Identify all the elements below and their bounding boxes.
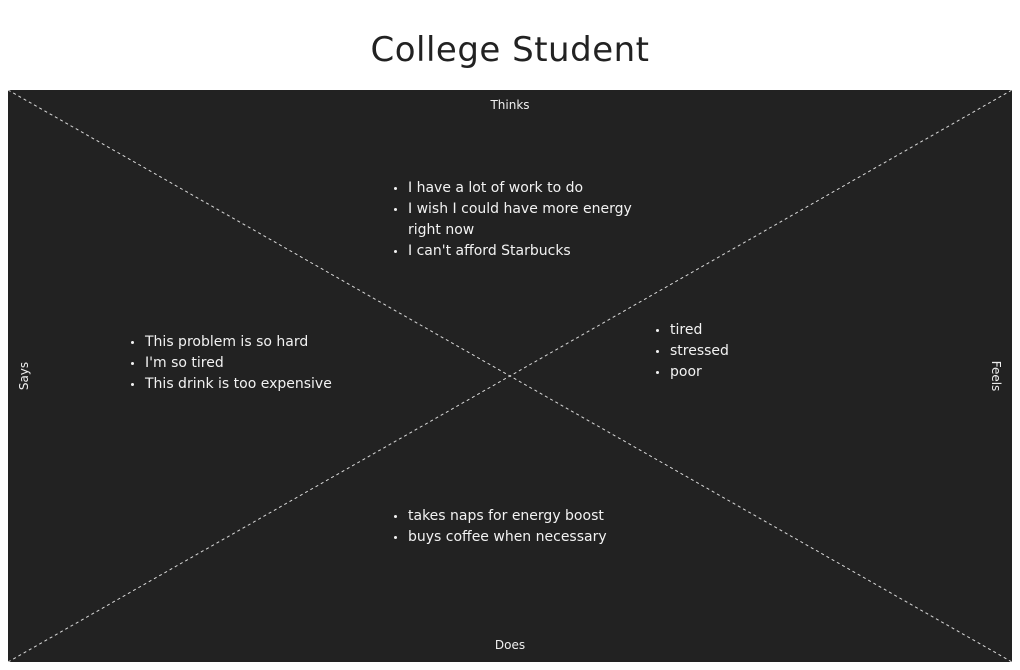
list-item: I wish I could have more energy right no… [392, 199, 632, 241]
feels-list: tired stressed poor [654, 320, 814, 383]
list-item: I have a lot of work to do [392, 178, 632, 199]
page-title: College Student [370, 29, 650, 70]
list-item: I can't afford Starbucks [392, 241, 632, 262]
thinks-label: Thinks [490, 98, 530, 112]
quadrant-dividers [8, 90, 1012, 662]
says-label: Says [17, 361, 31, 391]
list-item: poor [654, 362, 814, 383]
list-item: stressed [654, 341, 814, 362]
says-list: This problem is so hard I'm so tired Thi… [129, 332, 369, 395]
list-item: This problem is so hard [129, 332, 369, 353]
does-list: takes naps for energy boost buys coffee … [392, 506, 652, 548]
thinks-list: I have a lot of work to do I wish I coul… [392, 178, 632, 262]
list-item: takes naps for energy boost [392, 506, 652, 527]
list-item: tired [654, 320, 814, 341]
empathy-map: Thinks Does Says Feels I have a lot of w… [8, 90, 1012, 662]
does-label: Does [494, 638, 526, 652]
list-item: This drink is too expensive [129, 374, 369, 395]
list-item: I'm so tired [129, 353, 369, 374]
feels-label: Feels [989, 360, 1003, 392]
list-item: buys coffee when necessary [392, 527, 652, 548]
divider-line-ascending [8, 90, 1012, 662]
